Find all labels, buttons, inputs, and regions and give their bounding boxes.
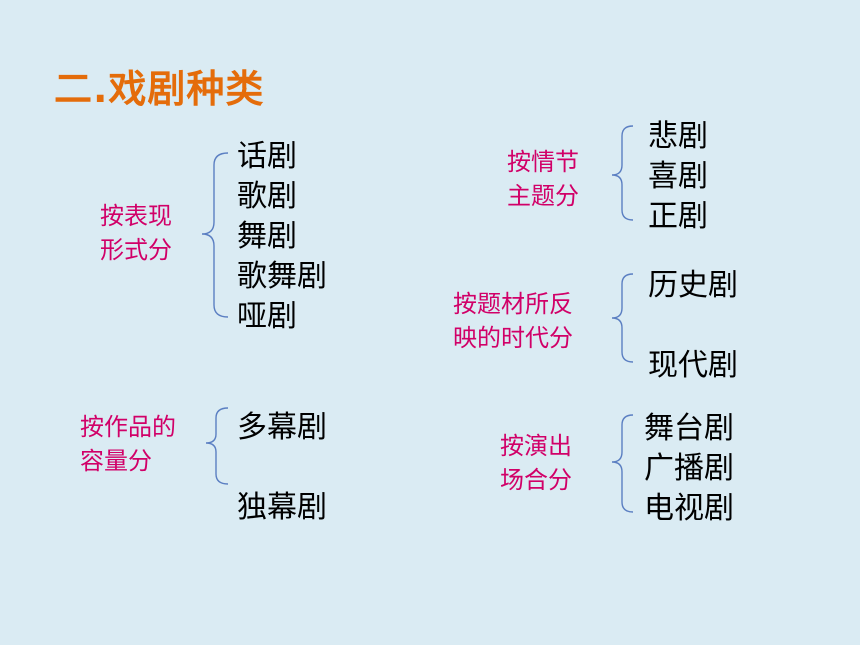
drama-type: 歌舞剧: [237, 259, 327, 294]
bracket-volume: [205, 407, 229, 485]
drama-type: 话剧: [237, 139, 297, 174]
drama-type: 舞台剧: [644, 411, 734, 446]
bracket-plot: [611, 125, 634, 221]
category-line: 容量分: [80, 447, 152, 475]
category-by-plot: 按情节 主题分: [507, 145, 579, 213]
category-by-venue: 按演出 场合分: [500, 429, 572, 497]
drama-type: 独幕剧: [237, 490, 327, 525]
bracket-era: [611, 273, 634, 363]
category-line: 按情节: [507, 148, 579, 176]
category-line: 按作品的: [80, 413, 176, 441]
drama-type: 哑剧: [237, 299, 297, 334]
drama-type: 电视剧: [644, 491, 734, 526]
category-line: 主题分: [507, 182, 579, 210]
category-line: 形式分: [100, 236, 172, 264]
category-line: 场合分: [500, 466, 572, 494]
drama-type: 舞剧: [237, 219, 297, 254]
category-by-volume: 按作品的 容量分: [80, 410, 176, 478]
category-by-form: 按表现 形式分: [100, 199, 172, 267]
bracket-venue: [611, 414, 634, 513]
bracket-form: [201, 152, 229, 318]
items-by-form: 话剧 歌剧 舞剧 歌舞剧 哑剧: [237, 137, 327, 337]
items-by-venue: 舞台剧 广播剧 电视剧: [644, 409, 734, 529]
drama-type: 正剧: [648, 199, 708, 234]
category-line: 按表现: [100, 202, 172, 230]
category-line: 按演出: [500, 432, 572, 460]
slide-title: 二.戏剧种类: [54, 67, 265, 111]
drama-type: 多幕剧: [237, 410, 327, 445]
items-by-era: 历史剧 现代剧: [648, 266, 738, 386]
items-by-volume: 多幕剧 独幕剧: [237, 388, 327, 548]
drama-type: 喜剧: [648, 159, 708, 194]
category-line: 按题材所反: [453, 290, 573, 318]
category-by-era: 按题材所反 映的时代分: [453, 287, 573, 355]
category-line: 映的时代分: [453, 324, 573, 352]
drama-type: 广播剧: [644, 451, 734, 486]
drama-type: 悲剧: [648, 119, 708, 154]
drama-type: 现代剧: [648, 348, 738, 383]
drama-type: 歌剧: [237, 179, 297, 214]
items-by-plot: 悲剧 喜剧 正剧: [648, 117, 708, 237]
drama-type: 历史剧: [648, 268, 738, 303]
